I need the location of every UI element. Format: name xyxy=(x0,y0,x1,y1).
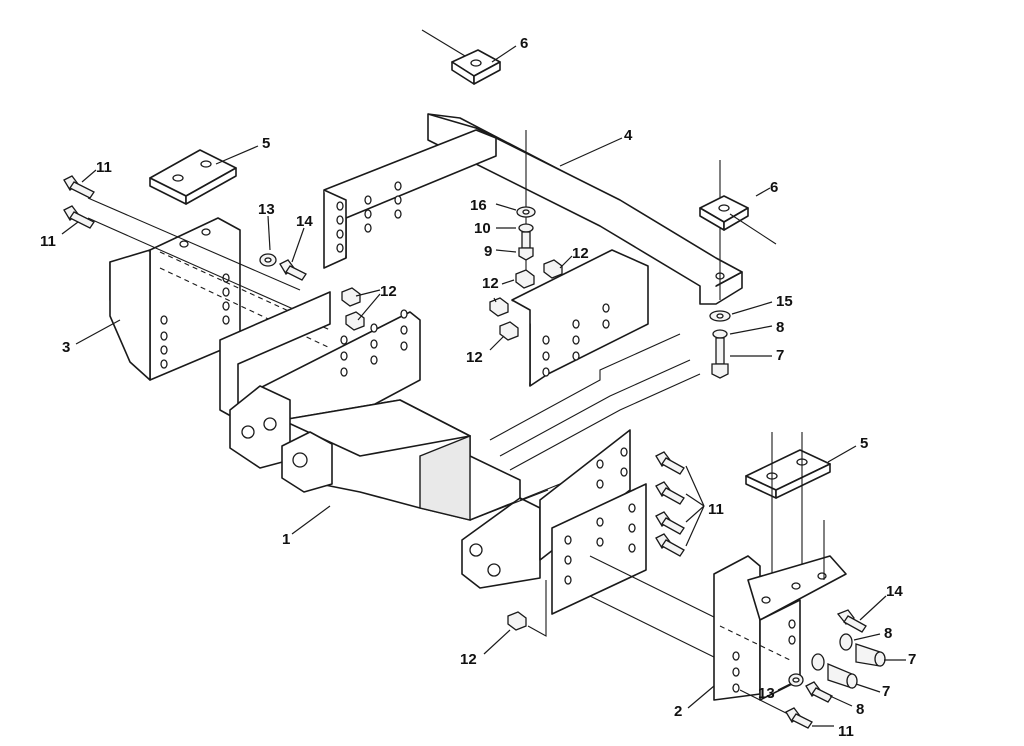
callout-12-center-low: 12 xyxy=(466,349,483,366)
callout-14-lower: 14 xyxy=(886,583,903,600)
main-hitch-tube xyxy=(229,385,621,589)
callout-7-lower: 7 xyxy=(882,683,890,700)
bolts-left xyxy=(63,175,95,229)
left-mount-bracket xyxy=(87,197,331,381)
upper-frame-bracket xyxy=(323,113,743,305)
callout-12-bottom: 12 xyxy=(460,651,477,668)
right-mount-bracket xyxy=(713,520,847,721)
spacer-block-right xyxy=(699,195,777,245)
callout-numbers: 6 4 5 11 11 13 14 3 12 16 10 9 12 12 12 … xyxy=(40,35,916,740)
washer-bolt-upper xyxy=(259,253,307,281)
callout-12-center-mid: 12 xyxy=(482,275,499,292)
rear-right-plate xyxy=(539,429,721,661)
nut-lower xyxy=(507,580,547,637)
center-right-bracket xyxy=(489,249,701,471)
callout-3: 3 xyxy=(62,339,70,356)
callout-11-lower-left: 11 xyxy=(40,233,56,250)
callout-1: 1 xyxy=(282,531,290,548)
leader-lines xyxy=(61,45,906,727)
callout-13-lower: 13 xyxy=(758,685,775,702)
callout-8-mid: 8 xyxy=(884,625,892,642)
shim-plate-left xyxy=(149,149,237,205)
callout-13-upper: 13 xyxy=(258,201,275,218)
bolt-stack-center xyxy=(516,206,536,261)
callout-5-left: 5 xyxy=(262,135,270,152)
callout-5-right: 5 xyxy=(860,435,868,452)
callout-11-center-right: 11 xyxy=(708,501,724,518)
callout-2: 2 xyxy=(674,703,682,720)
callout-15: 15 xyxy=(776,293,793,310)
callout-7-mid: 7 xyxy=(908,651,916,668)
callout-6-top: 6 xyxy=(520,35,528,52)
callout-12-center-top: 12 xyxy=(572,245,589,262)
callout-6-right: 6 xyxy=(770,179,778,196)
callout-9: 9 xyxy=(484,243,492,260)
right-hardware xyxy=(785,609,886,729)
callout-11-lower-right: 11 xyxy=(838,723,854,740)
bolt-stack-right xyxy=(709,310,731,379)
callout-8-upper: 8 xyxy=(776,319,784,336)
callout-12-left: 12 xyxy=(380,283,397,300)
callout-14-upper: 14 xyxy=(296,213,313,230)
callout-11-upper-left: 11 xyxy=(96,159,112,176)
callout-16: 16 xyxy=(470,197,487,214)
callout-7-upper: 7 xyxy=(776,347,784,364)
callout-10: 10 xyxy=(474,220,491,237)
spacer-block-top xyxy=(421,29,501,85)
callout-4: 4 xyxy=(624,127,633,144)
callout-8-lower: 8 xyxy=(856,701,864,718)
